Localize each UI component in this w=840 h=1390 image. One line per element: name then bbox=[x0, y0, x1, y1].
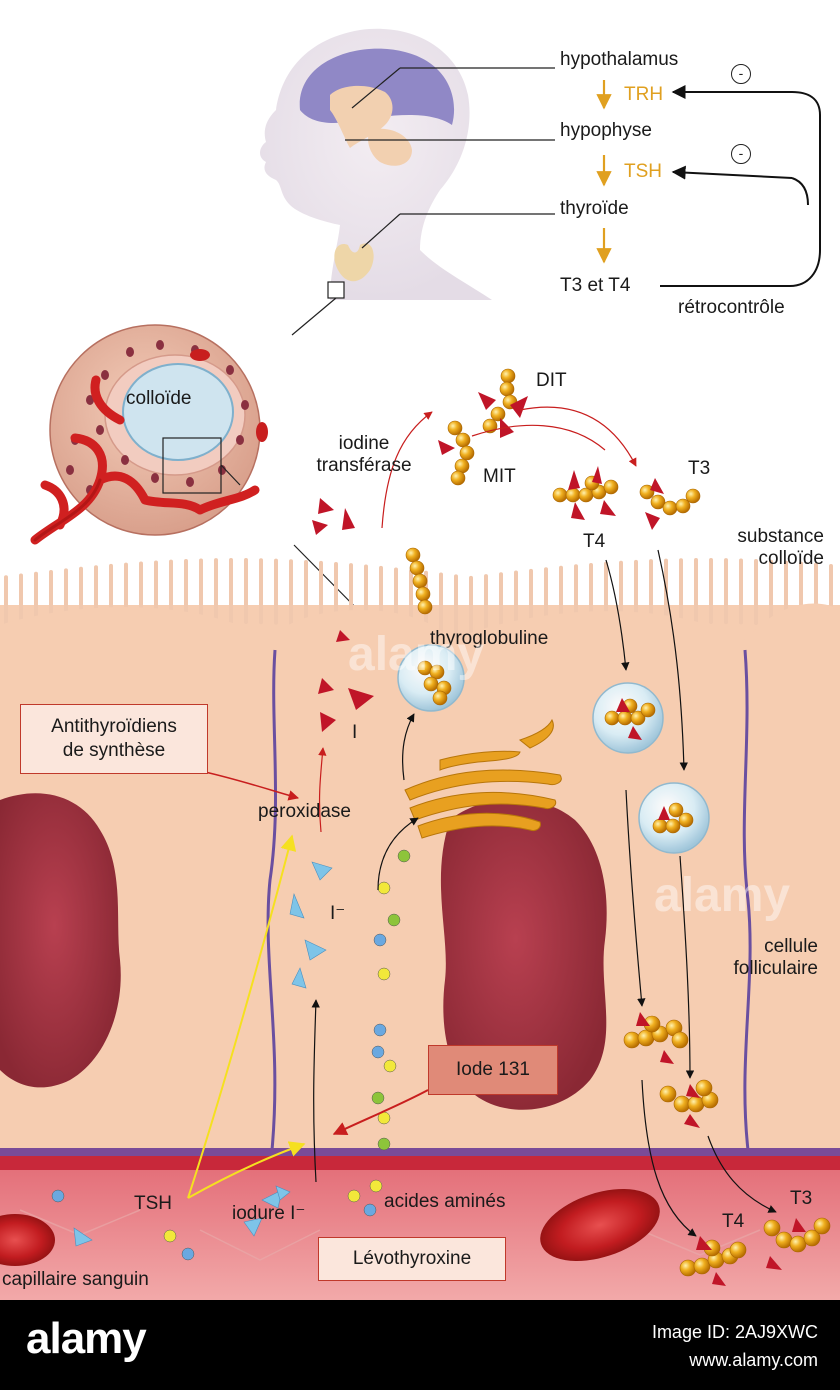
iodine-markers bbox=[312, 392, 664, 732]
substance-colloide-label: substance colloïde bbox=[737, 526, 824, 569]
t4-bottom-label: T4 bbox=[722, 1211, 745, 1232]
t3-bottom-label: T3 bbox=[790, 1188, 813, 1209]
iodide-markers bbox=[73, 861, 333, 1247]
hormone-beads bbox=[405, 368, 701, 615]
tsh-blood-label: TSH bbox=[134, 1193, 172, 1214]
t4-top-label: T4 bbox=[583, 531, 606, 552]
head-illustration bbox=[260, 28, 555, 336]
colloide-label: colloïde bbox=[126, 388, 192, 409]
hypothalamus-label: hypothalamus bbox=[560, 49, 679, 70]
thyroglobuline-label: thyroglobuline bbox=[430, 628, 549, 649]
dit-label: DIT bbox=[536, 370, 567, 391]
peroxidase-label: peroxidase bbox=[258, 801, 351, 822]
watermark-text: alamy bbox=[348, 628, 485, 681]
iodide-i-minus-label: I⁻ bbox=[330, 903, 346, 924]
negative-feedback-icon-2: - bbox=[731, 144, 751, 164]
brand-logo: alamy bbox=[26, 1314, 147, 1363]
iode-131-box: Iode 131 bbox=[428, 1045, 558, 1095]
iodure-label: iodure I⁻ bbox=[232, 1203, 306, 1224]
iodine-transferase-label: iodine transférase bbox=[316, 433, 412, 476]
mit-label: MIT bbox=[483, 466, 516, 487]
site-url-text: www.alamy.com bbox=[689, 1350, 818, 1370]
amino-acid-dots bbox=[51, 849, 411, 1261]
cell-layer bbox=[0, 558, 840, 1300]
trh-label: TRH bbox=[624, 84, 664, 105]
acides-amines-label: acides aminés bbox=[384, 1191, 506, 1212]
antithyroidiens-box: Antithyroïdiens de synthèse bbox=[20, 704, 208, 774]
tsh-label: TSH bbox=[624, 161, 662, 182]
t3-top-label: T3 bbox=[688, 458, 711, 479]
watermark-text-2: alamy bbox=[654, 869, 791, 922]
capillaire-sanguin-label: capillaire sanguin bbox=[2, 1269, 149, 1290]
pathway-arrows bbox=[187, 406, 777, 1237]
negative-feedback-icon-1: - bbox=[731, 64, 751, 84]
t3-t4-label: T3 et T4 bbox=[560, 275, 631, 296]
thyroide-label: thyroïde bbox=[560, 198, 629, 219]
image-id-text: Image ID: 2AJ9XWC bbox=[651, 1322, 818, 1342]
follicle-illustration bbox=[30, 324, 369, 621]
retrocontrole-label: rétrocontrôle bbox=[678, 297, 785, 318]
hypophyse-label: hypophyse bbox=[560, 120, 652, 141]
vesicles bbox=[397, 644, 831, 1286]
levothyroxine-box: Lévothyroxine bbox=[318, 1237, 506, 1281]
iodine-i-label: I bbox=[352, 722, 358, 743]
footer-bar: alamy Image ID: 2AJ9XWC www.alamy.com bbox=[0, 1300, 840, 1390]
axis-arrows bbox=[596, 80, 821, 287]
cellule-folliculaire-label: cellule folliculaire bbox=[733, 936, 818, 979]
